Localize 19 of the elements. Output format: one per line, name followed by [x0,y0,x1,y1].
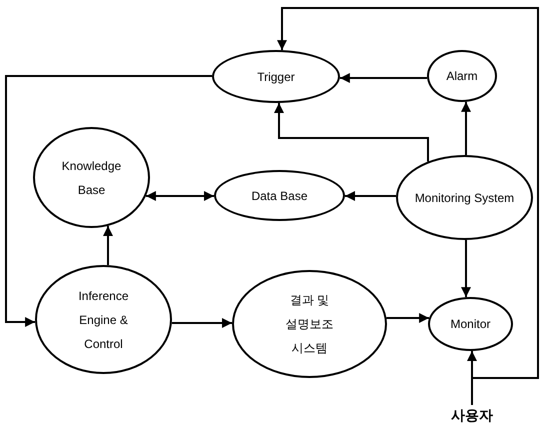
arrow [461,240,471,298]
arrow [461,102,471,155]
node-label: Monitoring System [414,190,514,206]
node-label: Monitor [449,316,492,333]
arrow [340,73,428,83]
arrow [386,313,430,323]
arrow [103,226,113,266]
node-label: Knowledge Base [60,158,122,198]
node-label: Alarm [445,68,479,85]
arrow [146,191,214,201]
arrow [5,75,212,327]
node-label: 사용자 [450,408,494,422]
node-label: Data Base [250,188,309,204]
node-label: 결과 및 설명보조 시스템 [284,292,334,357]
arrow [344,191,396,201]
node-label: Inference Engine & Control [77,288,130,352]
arrow [172,318,232,328]
node-label: Trigger [256,68,296,86]
arrow [274,102,429,162]
